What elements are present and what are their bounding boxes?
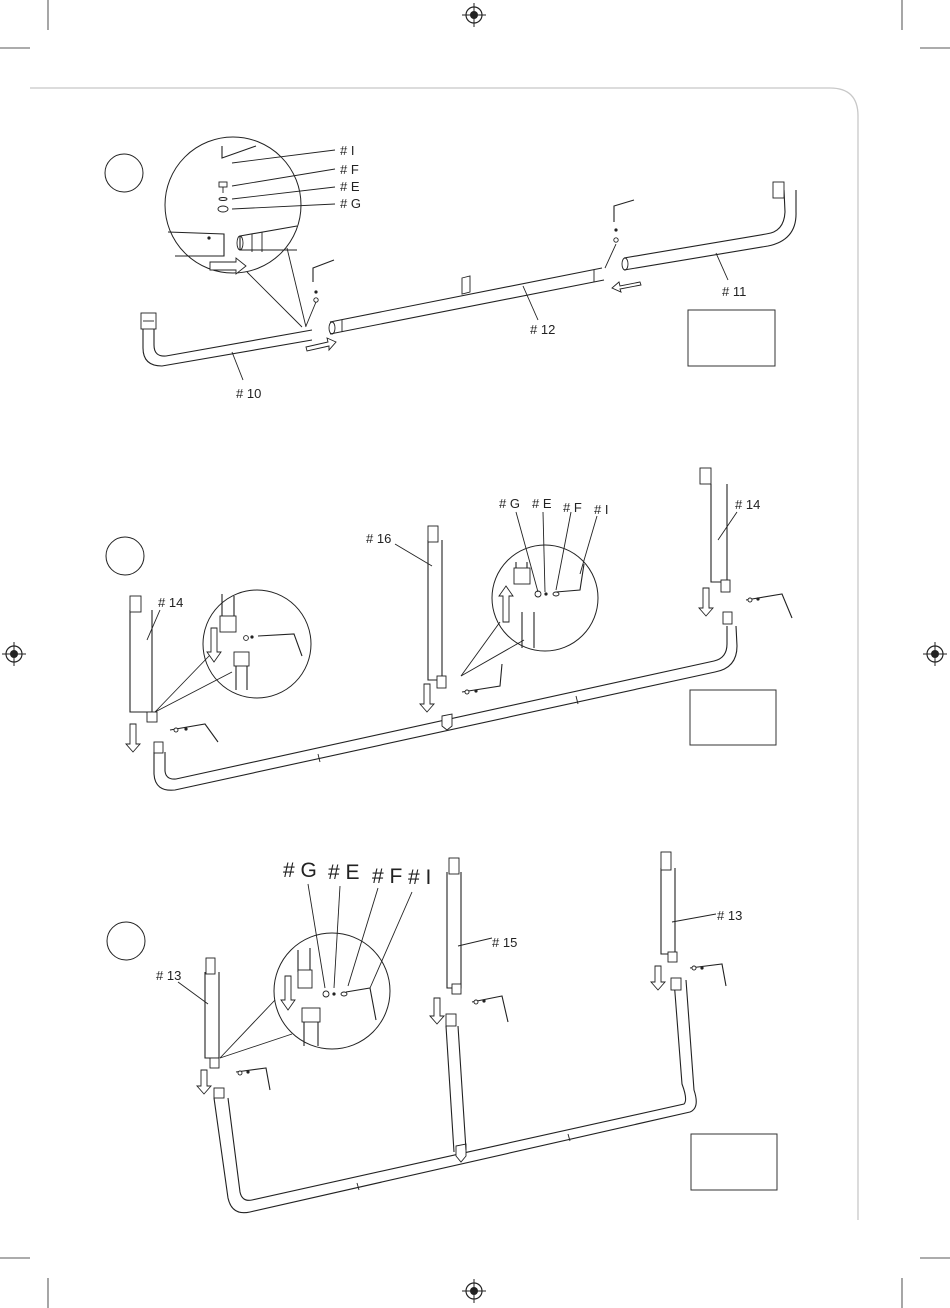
registration-mark-icon [2,642,26,666]
tube-12 [329,268,604,334]
step-3: # 13 # G # E # F # I [107,852,777,1213]
label-part-15: # 15 [492,935,517,950]
label-hardware-i: # I [408,866,431,889]
arrow-icon [420,684,434,712]
label-part-10: # 10 [236,386,261,401]
tube-10 [141,313,312,366]
arrow-icon [612,282,641,292]
result-box [691,1134,777,1190]
label-hardware-g: # G [499,496,520,511]
result-box [688,310,775,366]
tube-15 [446,858,466,1152]
allen-key-icon [236,1068,270,1090]
tube-13-left [205,958,224,1098]
label-hardware-e: # E [328,861,360,884]
label-part-13-right: # 13 [717,908,742,923]
step-number-circle [106,537,144,575]
allen-key-icon [462,664,502,694]
label-hardware-e: # E [340,179,360,194]
label-hardware-f: # F [372,865,402,888]
detail-zoom-circle [165,137,306,327]
label-hardware-e: # E [532,496,552,511]
registration-mark-icon [462,3,486,27]
arrow-icon [197,1070,211,1094]
label-hardware-g: # G [340,196,361,211]
step-2: # 14 # 16 [106,468,792,790]
label-part-14-left: # 14 [158,595,183,610]
arrow-icon [699,588,713,616]
allen-key-icon [306,260,334,326]
step-1: # I # F # E # G # 10 # 12 [105,137,796,401]
registration-mark-icon [923,642,947,666]
label-part-11: # 11 [722,284,746,299]
label-part-16: # 16 [366,531,391,546]
step-number-circle [107,922,145,960]
label-hardware-i: # I [340,143,354,158]
page-border [30,88,858,1220]
label-hardware-g: # G [283,859,317,882]
allen-key-icon [746,594,792,618]
arrow-icon [651,966,665,990]
registration-mark-icon [462,1279,486,1303]
step-number-circle [105,154,143,192]
tube-11 [622,182,796,270]
arrow-icon [430,998,444,1024]
allen-key-icon [690,964,726,986]
label-hardware-f: # F [563,500,582,515]
allen-key-icon [170,724,218,742]
detail-zoom-circle [220,933,390,1058]
allen-key-icon [472,996,508,1022]
label-hardware-i: # I [594,502,608,517]
result-box [690,690,776,745]
allen-key-icon [605,200,634,268]
label-part-13-left: # 13 [156,968,181,983]
label-part-12: # 12 [530,322,555,337]
tube-16 [428,526,446,688]
label-part-14-right: # 14 [735,497,760,512]
arrow-icon [126,724,140,752]
detail-zoom-circle [461,545,598,676]
label-hardware-f: # F [340,162,359,177]
